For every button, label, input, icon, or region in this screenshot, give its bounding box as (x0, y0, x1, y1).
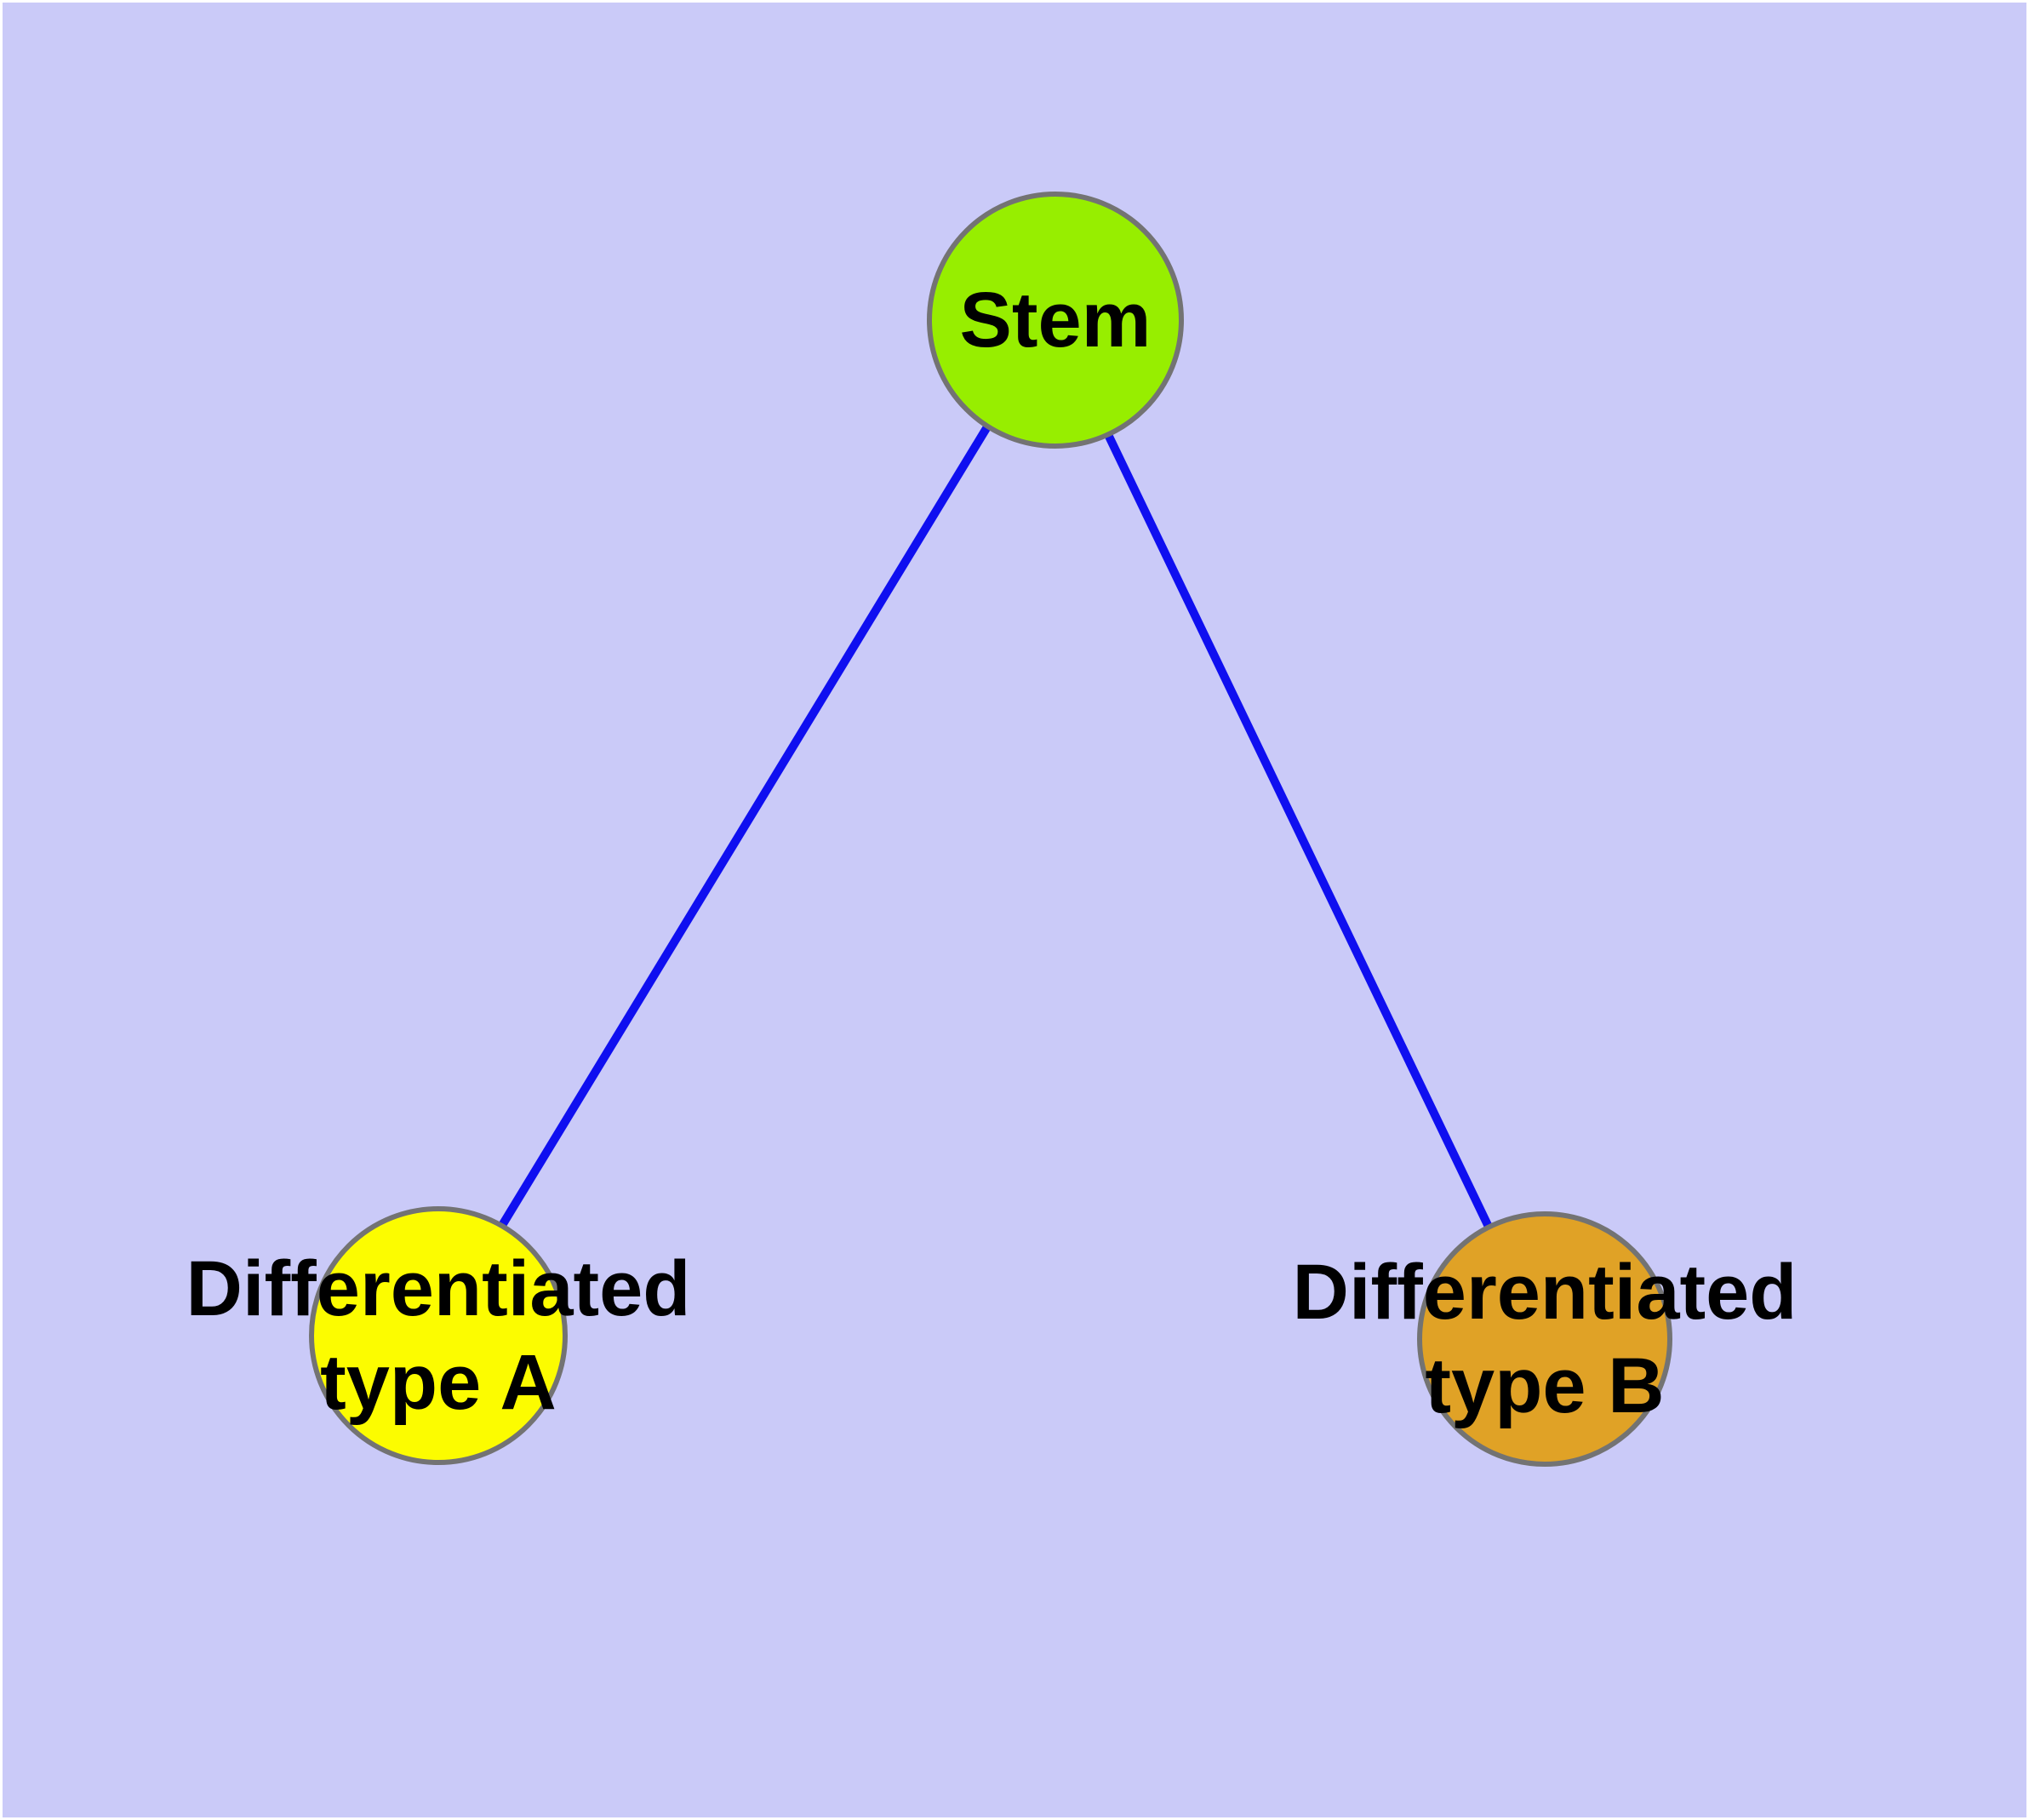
node-label-stem: Stem (960, 273, 1152, 367)
edge-stem-to-type-a (433, 317, 1057, 1335)
node-differentiated-type-a (309, 1206, 568, 1465)
node-label-text: Stem (959, 277, 1152, 363)
edge-layer (433, 317, 1545, 1337)
node-label-text: type A (320, 1339, 557, 1426)
node-label-differentiated-type-a: Differentiated type A (186, 1242, 691, 1429)
node-differentiated-type-b (1417, 1211, 1672, 1467)
node-label-text: Differentiated (1292, 1249, 1798, 1336)
node-label-differentiated-type-b: Differentiated type B (1293, 1245, 1798, 1433)
edge-stem-to-type-b (1049, 317, 1545, 1337)
node-label-text: type B (1425, 1342, 1665, 1429)
node-label-text: Differentiated (186, 1245, 691, 1332)
node-stem (927, 192, 1184, 449)
